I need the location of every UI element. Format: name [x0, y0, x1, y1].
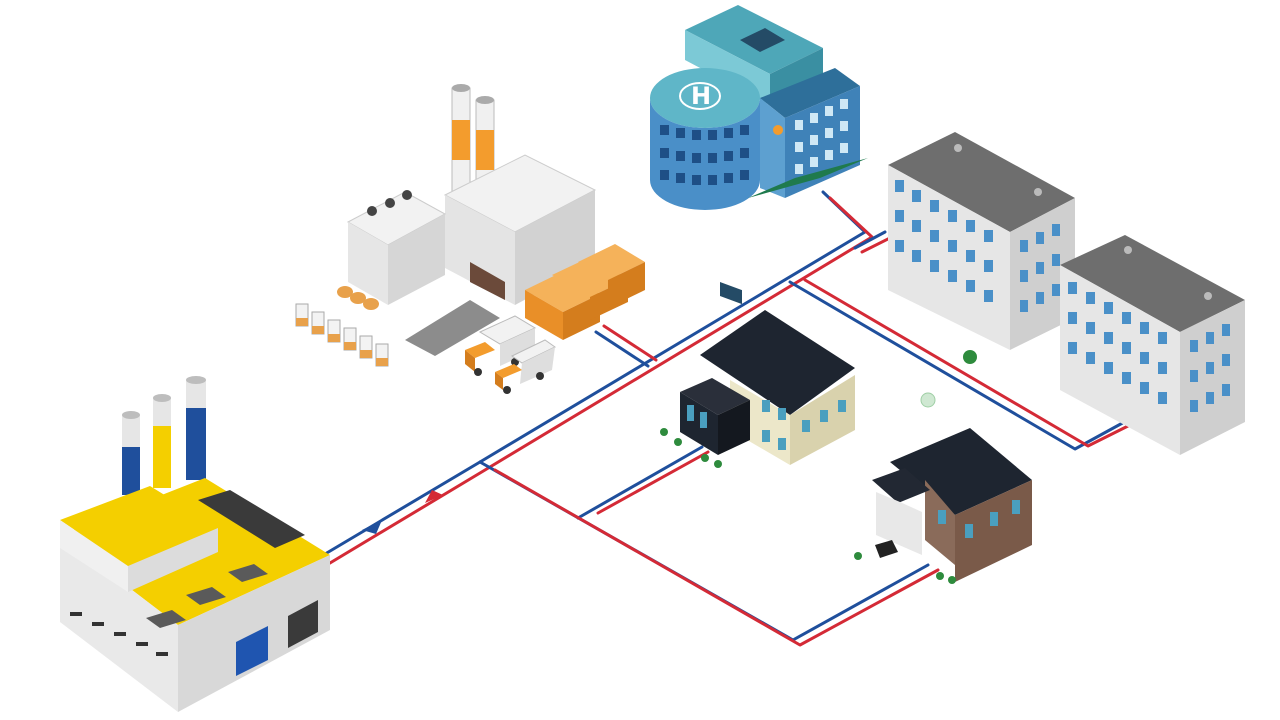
industrial-factory — [295, 84, 645, 394]
supply-pipe-modern-house — [596, 450, 710, 515]
apartment-block-1 — [888, 132, 1075, 350]
tree-icon — [963, 350, 977, 364]
truck-icon — [465, 315, 537, 376]
supply-pipe-factory — [602, 324, 658, 362]
modern-house — [660, 310, 855, 468]
return-pipe-apartment-1 — [853, 230, 887, 250]
supply-pipe-brick-house — [493, 468, 940, 647]
return-pipe-factory — [594, 330, 650, 368]
supply-flow-arrow — [425, 490, 443, 503]
supply-pipe-apartments — [803, 278, 1142, 448]
return-flow-arrow — [362, 520, 382, 534]
helipad-label: H — [691, 82, 711, 110]
return-pipe-modern-house — [576, 445, 704, 520]
pipe-network — [318, 190, 1142, 647]
flow-arrows — [362, 490, 443, 534]
supply-pipe-trunk — [323, 196, 874, 568]
apartment-block-2 — [1060, 235, 1245, 455]
return-pipe-apartments — [788, 280, 1130, 451]
energy-plant — [60, 376, 330, 712]
hospital: H — [650, 5, 868, 305]
brick-house — [854, 428, 1032, 584]
supply-pipe-apartment-1 — [860, 236, 892, 254]
truck-icon — [495, 339, 556, 394]
tree-icon — [920, 392, 936, 408]
